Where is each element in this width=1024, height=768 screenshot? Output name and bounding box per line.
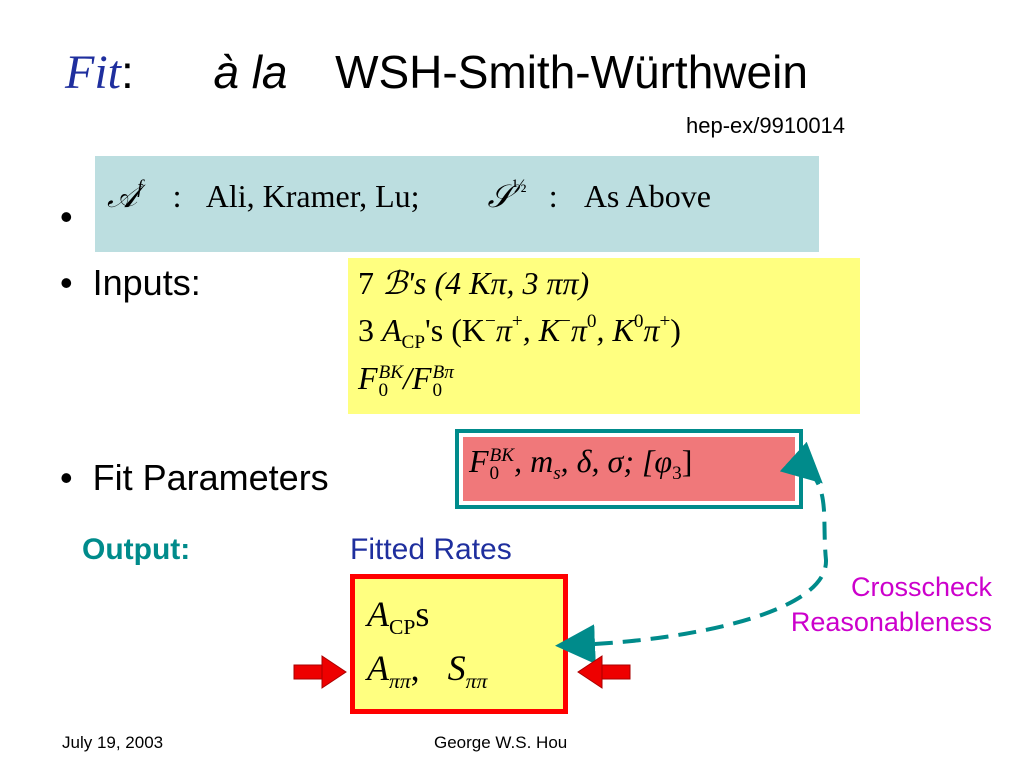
amplitude-superscript: f [137,176,143,198]
crosscheck-label: Crosscheck Reasonableness [790,572,992,638]
fit-parameters-label: Fit Parameters [92,457,329,498]
left-input-arrow [293,655,347,689]
inputs-label: Inputs: [92,262,201,303]
bullet-fit-parameters: • Fit Parameters [60,457,329,498]
title-fit: Fit [65,46,121,99]
s-source: As Above [583,178,711,214]
inputs-box: 7 ℬ's (4 Kπ, 3 ππ) 3 ACP's (K−π+, K−π0, … [348,258,860,414]
right-input-arrow [577,655,631,689]
title-colon: : [121,46,134,98]
reference-label: hep-ex/9910014 [686,113,846,138]
title-a-la: à la [213,46,288,98]
s-symbol: 𝒮 [487,178,513,214]
footer-author: George W.S. Hou [434,733,568,752]
output-box: ACPs Aππ, Sππ [350,574,568,714]
s-colon: : [548,178,558,214]
amplitude-source: Ali, Kramer, Lu; [205,178,420,214]
amplitude-colon: : [172,178,182,214]
output-acp: ACPs [367,594,430,639]
s-fraction: ½ [512,175,527,197]
slide-title: Fit: à la WSH-Smith-Würthwein [65,45,808,100]
amplitude-symbol: 𝒜 [107,178,138,214]
output-label: Output: [82,533,191,566]
inputs-line-acp: 3 ACP's (K−π+, K−π0, K0π+) [358,310,681,353]
title-authors: WSH-Smith-Würthwein [335,46,808,98]
output-pipi: Aππ, Sππ [367,648,488,693]
footer-date: July 19, 2003 [62,733,164,752]
bullet-amplitudes: • [60,196,73,237]
amplitude-box: 𝒜f : Ali, Kramer, Lu; 𝒮½ : As Above [95,156,819,252]
fitted-rates-label: Fitted Rates [350,533,512,566]
crosscheck-dashed-arrow [555,441,829,665]
inputs-line-branching: 7 ℬ's (4 Kπ, 3 ππ) [358,265,590,301]
bullet-inputs: • Inputs: [60,262,201,303]
